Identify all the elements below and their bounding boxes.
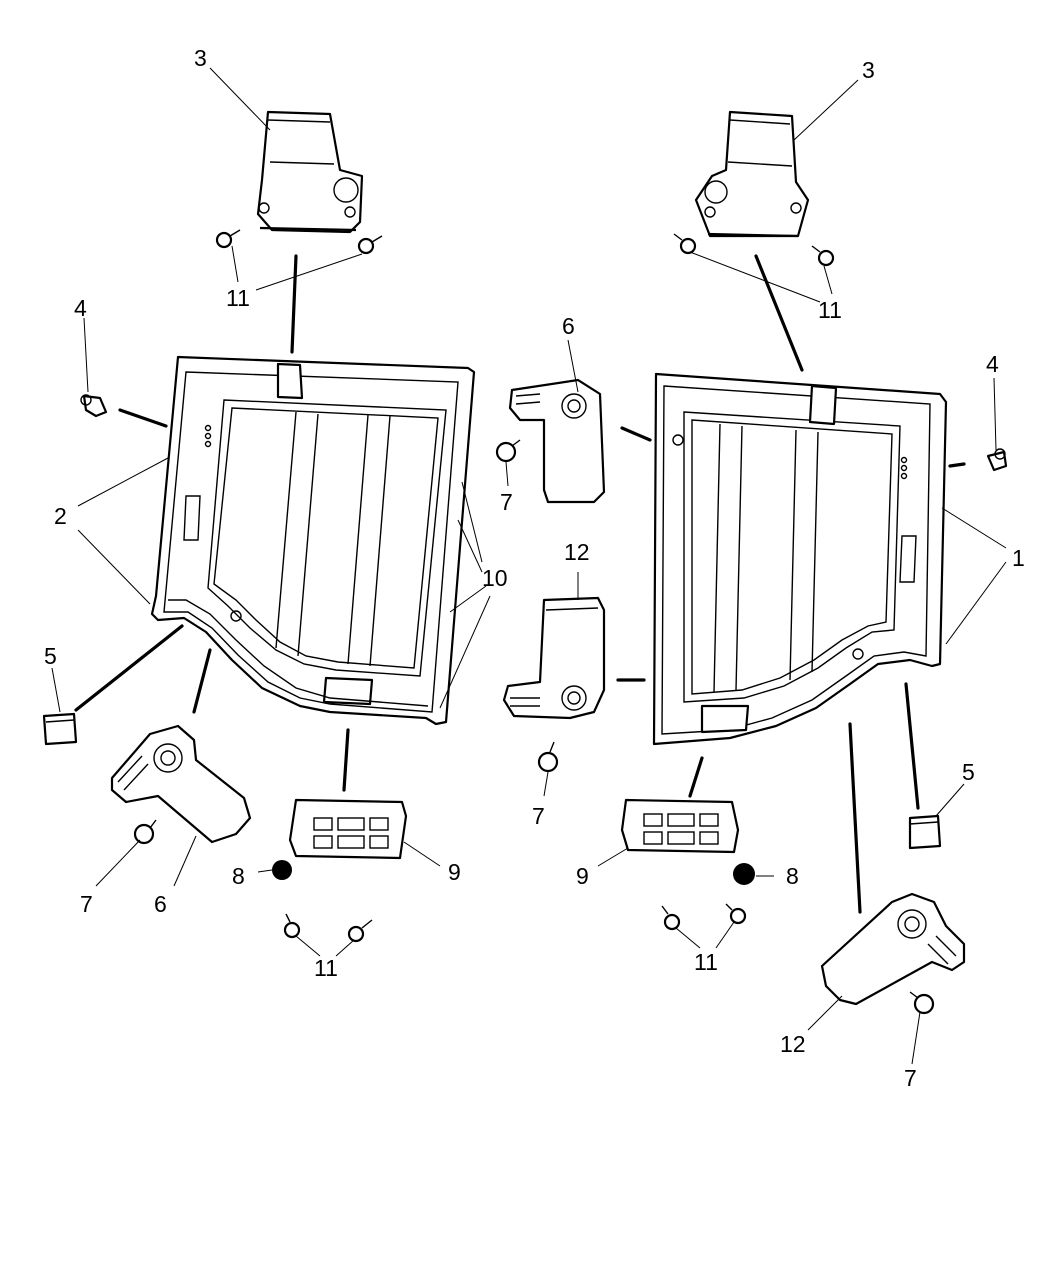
- callout-4-left: 4: [74, 295, 87, 321]
- left-hinge-bracket: [256, 110, 364, 234]
- callout-labels: 3 3 11 11 4 4 6 7 2 10 12 1 5 7 5 8 9 9 …: [44, 45, 1025, 1091]
- callout-3-right: 3: [862, 57, 875, 83]
- right-latch-cover-upper: [502, 596, 606, 720]
- screw-7-left-lower: [133, 819, 157, 845]
- callout-6-lower: 6: [154, 891, 167, 917]
- callout-7-left: 7: [80, 891, 93, 917]
- callout-12-lower: 12: [780, 1031, 806, 1057]
- bolt-11-group-c: [283, 913, 373, 943]
- callout-3-left: 3: [194, 45, 207, 71]
- callout-7-upper: 7: [500, 489, 513, 515]
- callout-11-top-right: 11: [818, 297, 842, 323]
- right-plug: [733, 863, 755, 885]
- callout-10: 10: [482, 565, 508, 591]
- callout-11-bottom-right: 11: [694, 949, 718, 975]
- leader-lines: [51, 67, 1007, 1065]
- callout-9-right: 9: [576, 863, 589, 889]
- callout-2: 2: [54, 503, 67, 529]
- bolt-11-group-b: [673, 233, 835, 267]
- callout-4-right: 4: [986, 351, 999, 377]
- callout-11-top-left: 11: [226, 285, 250, 311]
- callout-8-right: 8: [786, 863, 799, 889]
- right-pivot-pin: [986, 448, 1008, 472]
- left-latch-striker: [288, 798, 408, 860]
- callout-5-left: 5: [44, 643, 57, 669]
- screw-7-center: [537, 741, 559, 773]
- screw-7-right-lower: [909, 991, 935, 1015]
- right-latch-cover-lower: [820, 892, 966, 1006]
- callout-1: 1: [1012, 545, 1025, 571]
- callout-12-upper: 12: [564, 539, 590, 565]
- right-hinge-bracket: [694, 110, 810, 238]
- left-pivot-pin: [80, 394, 108, 418]
- callout-11-bottom-left: 11: [314, 955, 338, 981]
- callout-7-right: 7: [904, 1065, 917, 1091]
- assembly-lines: [74, 254, 966, 914]
- left-seat-back-panel: [150, 355, 476, 726]
- right-seat-back-panel: [652, 372, 948, 746]
- right-latch-striker: [620, 798, 740, 854]
- callout-8-left: 8: [232, 863, 245, 889]
- left-latch-cover-upper: [508, 378, 606, 504]
- left-plug: [272, 860, 292, 880]
- screw-7-left-upper: [495, 439, 521, 463]
- left-bushing: [42, 712, 78, 746]
- bolt-11-group-d: [661, 903, 747, 931]
- callout-7-center: 7: [532, 803, 545, 829]
- bolt-11-group-a: [215, 229, 383, 255]
- left-latch-cover-lower: [110, 724, 252, 844]
- callout-5-right: 5: [962, 759, 975, 785]
- callout-9-left: 9: [448, 859, 461, 885]
- right-bushing: [908, 814, 942, 850]
- callout-6-upper: 6: [562, 313, 575, 339]
